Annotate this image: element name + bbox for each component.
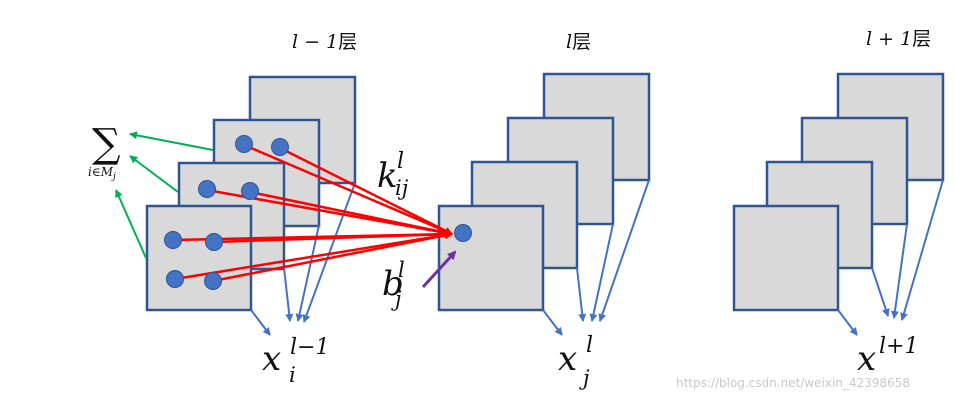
var-sub: j: [579, 366, 590, 390]
watermark: https://blog.csdn.net/weixin_42398658: [676, 376, 910, 390]
sum-subscript: i∈Mj: [88, 165, 116, 182]
bias-sub: j: [391, 287, 402, 311]
kernel-sup: l: [397, 149, 404, 174]
var-x-l-plus-1: x l+1: [857, 334, 918, 379]
kernel-arrow: [243, 143, 453, 236]
feature-map-front: [145, 204, 253, 312]
bias-label: b l j: [382, 258, 405, 311]
kernel-base: k: [377, 156, 398, 196]
output-arrow: [295, 224, 320, 322]
kernel-label: k l ij: [377, 149, 409, 200]
output-arrow: [900, 179, 944, 321]
layer-l-plus-1-stack: [732, 72, 945, 312]
sum-arrow: [115, 189, 147, 259]
node: [198, 180, 216, 198]
node: [166, 270, 184, 288]
var-base: x: [262, 339, 281, 379]
target-node: [454, 224, 472, 242]
layer-title-l-plus-1: l + 1层: [866, 28, 931, 50]
output-arrow: [598, 179, 650, 322]
sum-arrows: [115, 131, 214, 259]
kernel-arrow: [174, 231, 453, 281]
feature-map-front: [437, 204, 545, 312]
node: [271, 138, 289, 156]
kernel-arrow: [249, 190, 453, 237]
var-x-i-l-minus-1: x l−1 i: [262, 335, 329, 387]
kernel-arrow: [212, 231, 453, 283]
output-arrows: [250, 179, 944, 336]
bias-base: b: [382, 264, 404, 304]
sum-arrow: [129, 131, 214, 151]
node: [205, 233, 223, 251]
layer-l-minus-1-stack: [145, 75, 357, 312]
var-base: x: [558, 339, 577, 379]
output-arrow: [837, 309, 858, 336]
output-arrow: [871, 267, 890, 317]
output-arrow: [542, 309, 563, 336]
bias-arrow: [421, 250, 457, 289]
layer-title-l: l层: [566, 31, 591, 53]
node: [235, 135, 253, 153]
var-sub: i: [289, 363, 296, 387]
feature-map-front: [732, 204, 840, 312]
output-arrow: [890, 223, 908, 319]
node: [241, 182, 259, 200]
layer-l-stack: [437, 72, 651, 312]
kernel-arrow: [213, 230, 453, 244]
output-arrow: [576, 267, 587, 322]
var-x-j-l: x l j: [558, 333, 593, 390]
kernel-arrow: [279, 146, 453, 236]
layer-title-l-minus-1: l − 1层: [292, 31, 357, 53]
output-arrow: [589, 223, 614, 322]
var-sup: l+1: [879, 334, 918, 359]
var-sup: l−1: [290, 335, 329, 360]
bias-sup: l: [398, 258, 405, 282]
var-base: x: [857, 339, 876, 379]
var-sup: l: [586, 333, 593, 358]
kernel-sub: ij: [395, 176, 409, 200]
sum-arrow: [129, 155, 179, 193]
output-arrow: [250, 309, 271, 336]
input-nodes: [164, 135, 289, 290]
sum-symbol: ∑: [92, 121, 121, 167]
node: [204, 272, 222, 290]
summation-label: ∑ i∈Mj: [88, 121, 121, 182]
output-arrow: [302, 182, 356, 323]
node: [164, 231, 182, 249]
output-arrow: [283, 267, 294, 322]
